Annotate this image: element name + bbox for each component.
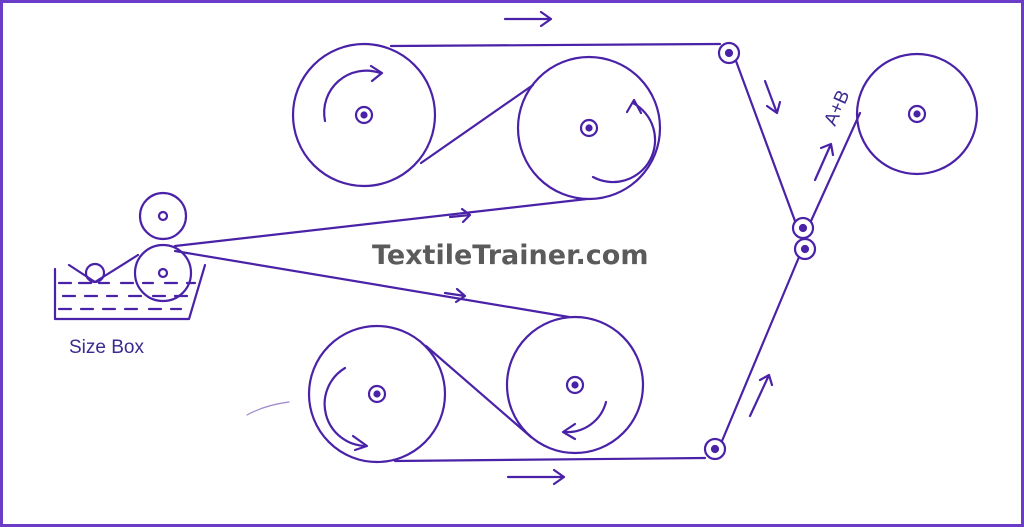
- arrow-up-icon: [748, 373, 774, 418]
- size-box: [53, 253, 207, 321]
- bottom-squeeze-roller: [133, 243, 193, 303]
- squeeze-rollers: [133, 191, 193, 303]
- stray-mark: [246, 401, 290, 416]
- yarn-sheet-a: [173, 197, 589, 248]
- yarn-to-beam: [809, 111, 862, 223]
- yarn-sheet-b: [173, 249, 571, 319]
- arrow-right-icon: [503, 10, 553, 28]
- upper-right-cylinder: [516, 55, 662, 201]
- yarn-upper-top: [389, 42, 722, 48]
- weavers-beam: [855, 52, 979, 176]
- lower-right-cylinder: [505, 315, 645, 455]
- yarn-down-to-combine: [734, 59, 797, 223]
- watermark-text: TextileTrainer.com: [372, 240, 648, 271]
- bottom-guide-roller: [703, 437, 727, 461]
- arrowhead-icon: [625, 98, 643, 115]
- size-box-label: Size Box: [69, 337, 144, 358]
- top-squeeze-roller: [138, 191, 188, 241]
- merge-label: A+B: [820, 87, 854, 129]
- lower-cylinder-group: [307, 315, 645, 464]
- lower-left-cylinder: [307, 324, 447, 464]
- guide-rollers: [703, 41, 817, 461]
- yarn-paths: [173, 42, 862, 463]
- rotation-arrow-icon: [563, 400, 608, 434]
- upper-combining-roller: [791, 216, 815, 240]
- rotation-arrow-icon: [323, 366, 368, 448]
- top-guide-roller: [717, 41, 741, 65]
- arrow-right-icon: [448, 207, 472, 224]
- yarn-cross-lower: [424, 344, 533, 439]
- sizing-flow-diagram: Size Box: [53, 10, 979, 486]
- yarn-up-to-combine: [720, 255, 801, 443]
- rotation-arrow-icon: [323, 69, 382, 123]
- beam-cylinder: [855, 52, 979, 176]
- arrowhead-icon: [561, 422, 577, 441]
- rotation-arrow-icon: [591, 101, 657, 184]
- arrowhead-icon: [351, 434, 369, 452]
- upper-cylinder-group: [291, 42, 662, 201]
- arrow-right-icon: [443, 287, 467, 304]
- yarn-lower-bottom: [393, 456, 707, 463]
- yarn-cross-upper: [419, 83, 535, 165]
- lower-combining-roller: [793, 237, 817, 261]
- arrow-right-icon: [506, 468, 566, 486]
- upper-left-cylinder: [291, 42, 437, 188]
- arrow-up-icon: [813, 142, 835, 182]
- direction-arrows: [443, 10, 835, 486]
- arrowhead-icon: [369, 64, 384, 83]
- arrow-down-icon: [763, 79, 782, 115]
